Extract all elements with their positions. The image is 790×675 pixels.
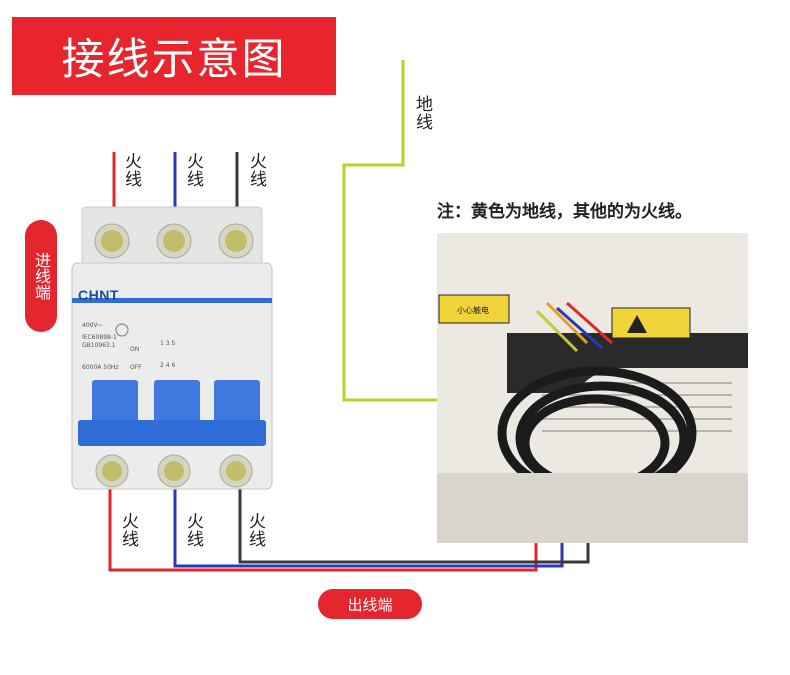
circuit-breaker: 400V~ IEC60898-1 GB10963.1 6000A 50Hz ON… — [71, 206, 273, 490]
ground-wire — [342, 60, 438, 402]
incoming-terminal-label: 进线端 — [25, 220, 57, 332]
outgoing-black-wire — [238, 488, 590, 564]
ground-wire-note: 注：黄色为地线，其他的为火线。 — [437, 202, 692, 222]
spec-line-3: GB10963.1 — [82, 342, 116, 349]
warning-sticker — [611, 307, 691, 339]
on-label: ON — [130, 346, 139, 353]
spec-line-2: IEC60898-1 — [82, 334, 117, 341]
terminal-numbers-top: 1 3 5 — [160, 340, 175, 347]
outgoing-red-wire — [108, 488, 538, 572]
outgoing-terminal-label: 出线端 — [318, 589, 422, 619]
outgoing-blue-wire — [173, 488, 564, 568]
device-photo: 小心触电 — [437, 233, 748, 543]
page-title: 接线示意图 — [12, 17, 336, 95]
cable-wire-ends — [535, 301, 613, 353]
cert-mark-icon — [115, 323, 129, 337]
incoming-red-label: 火线 — [121, 152, 141, 188]
breaker-toggles — [78, 380, 266, 446]
warning-triangle-icon — [627, 315, 647, 333]
top-screws — [94, 223, 254, 259]
outgoing-black-label: 火线 — [245, 512, 265, 548]
caution-text: 小心触电 — [457, 305, 489, 315]
off-label: OFF — [130, 364, 142, 371]
incoming-blue-label: 火线 — [183, 152, 203, 188]
ground-wire-label: 地线 — [412, 95, 432, 131]
caution-sticker: 小心触电 — [438, 294, 510, 324]
outgoing-red-label: 火线 — [118, 512, 138, 548]
spec-line-4: 6000A 50Hz — [82, 364, 119, 371]
spec-line-1: 400V~ — [82, 322, 103, 329]
breaker-brand: CHNT — [78, 287, 119, 303]
incoming-black-label: 火线 — [246, 152, 266, 188]
bottom-screws — [95, 454, 253, 488]
terminal-numbers-bottom: 2 4 6 — [160, 362, 175, 369]
outgoing-blue-label: 火线 — [183, 512, 203, 548]
